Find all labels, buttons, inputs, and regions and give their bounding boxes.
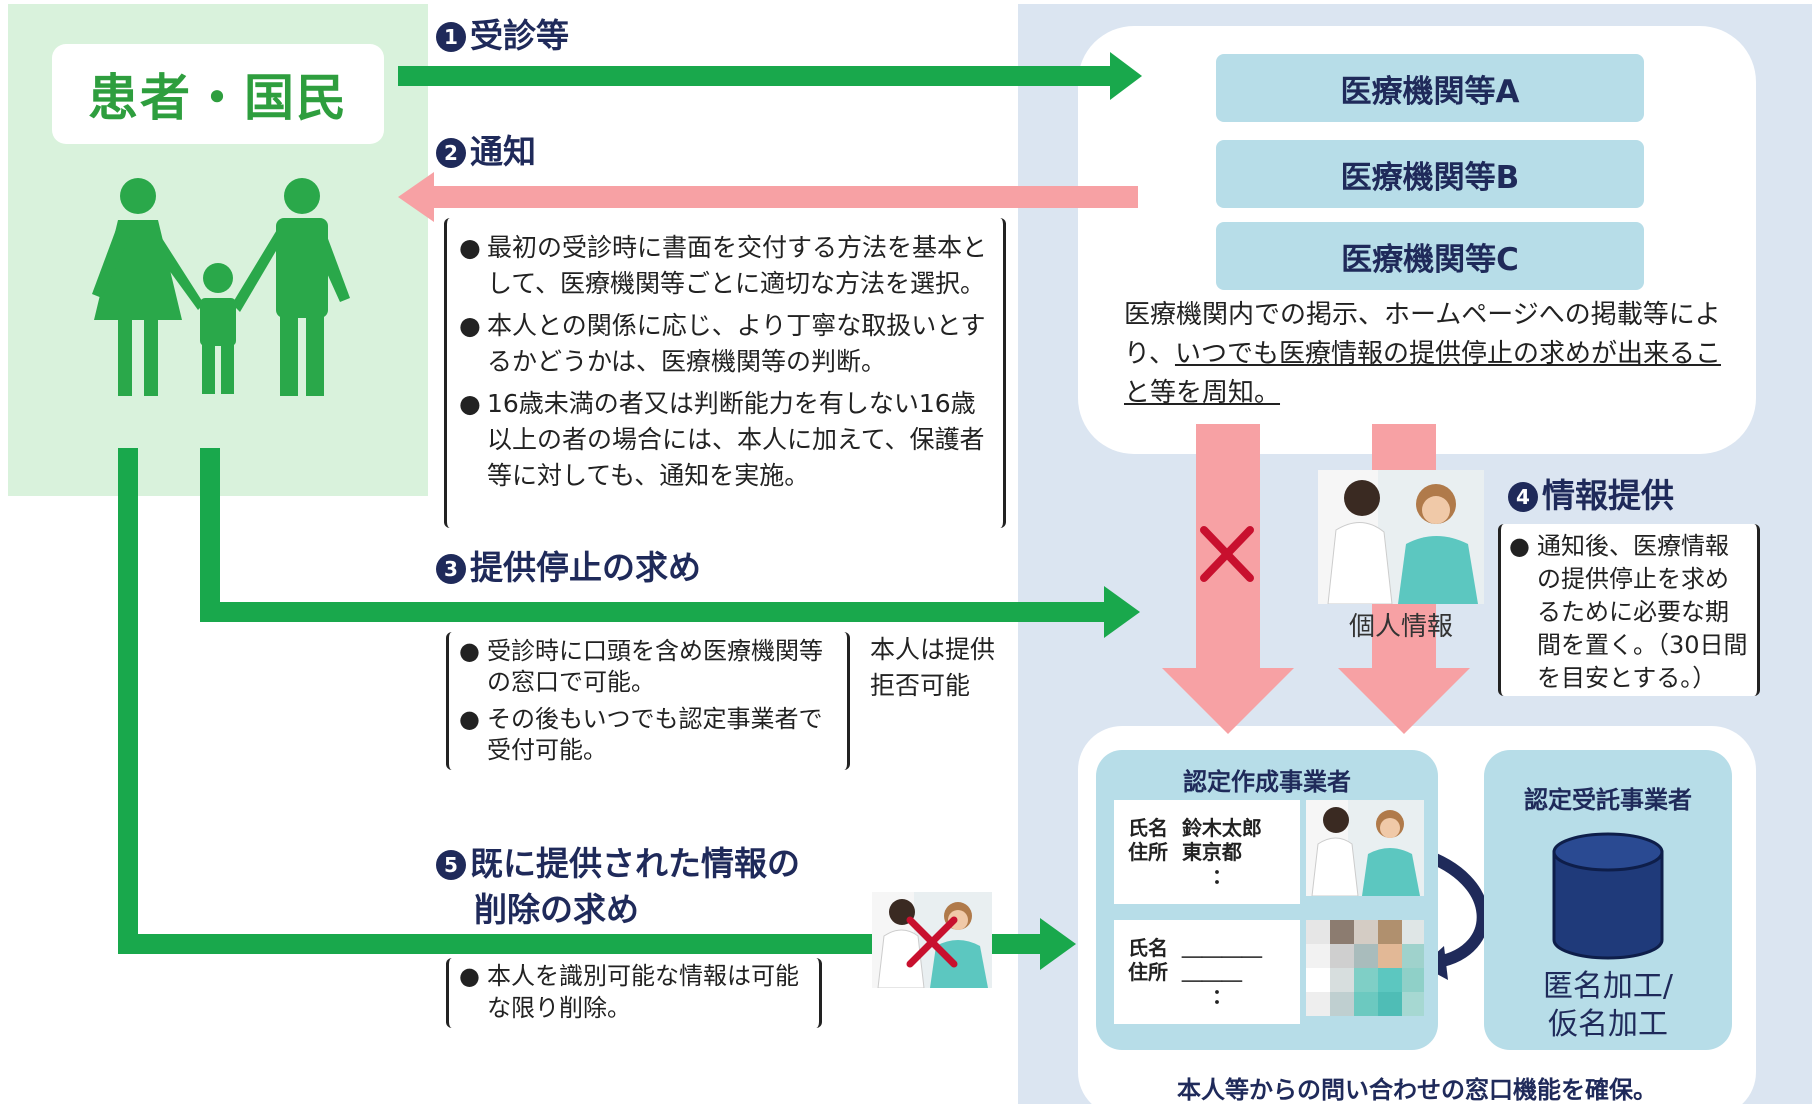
creator-title: 認定作成事業者 [1183, 768, 1351, 796]
blocked-x-icon [1200, 526, 1254, 582]
record-anonymized: 氏名 ＿＿＿＿ 住所 ＿＿＿ ： [1114, 920, 1300, 1024]
family-icon [92, 178, 350, 396]
photo-caption: 個人情報 [1348, 612, 1453, 642]
patient-label: 患者・国民 [52, 44, 384, 144]
step2-details: ●最初の受診時に書面を交付する方法を基本として、医療機関等ごとに適切な方法を選択… [444, 218, 1006, 528]
step4-details: ●通知後、医療情報の提供停止を求めるために必要な期間を置く。（30日間を目安とす… [1498, 524, 1760, 696]
medical-photo [1318, 470, 1484, 604]
trustee-title: 認定受託事業者 [1524, 786, 1692, 814]
record-photo [1306, 800, 1424, 896]
record-original: 氏名 鈴木太郎 住所 東京都 ： [1114, 800, 1300, 904]
refusal-note: 本人は提供拒否可能 [870, 635, 996, 700]
step5-details: ●本人を識別可能な情報は可能な限り削除。 [446, 958, 822, 1028]
institution-b: 医療機関等B [1216, 140, 1644, 208]
step3-details: ●受診時に口頭を含め医療機関等の窓口で可能。 ●その後もいつでも認定事業者で受付… [446, 632, 850, 770]
notice-text: 医療機関内での掲示、ホームページへの掲載等により、いつでも医療情報の提供停止の求… [1124, 300, 1721, 408]
step2-bullet: ●16歳未満の者又は判断能力を有しない16歳以上の者の場合には、本人に加えて、保… [459, 389, 985, 490]
step2-bullet: ●最初の受診時に書面を交付する方法を基本として、医療機関等ごとに適切な方法を選択… [459, 233, 988, 298]
institution-a: 医療機関等A [1216, 54, 1644, 122]
step5-bullet: ●本人を識別可能な情報は可能な限り削除。 [459, 962, 799, 1022]
database-icon [1552, 832, 1664, 960]
database-label: 匿名加工/ 仮名加工 [1542, 969, 1674, 1042]
institution-c: 医療機関等C [1216, 222, 1644, 290]
step2-bullet: ●本人との関係に応じ、より丁寧な取扱いとするかどうかは、医療機関等の判断。 [459, 311, 986, 376]
inquiry-note: 本人等からの問い合わせの窓口機能を確保。 [1177, 1076, 1657, 1104]
step3-bullet: ●その後もいつでも認定事業者で受付可能。 [459, 705, 823, 764]
delete-x-icon [906, 916, 958, 968]
mosaic-photo [1306, 920, 1424, 1016]
step3-bullet: ●受診時に口頭を含め医療機関等の窓口で可能。 [459, 637, 823, 696]
step4-bullet: ●通知後、医療情報の提供停止を求めるために必要な期間を置く。（30日間を目安とす… [1509, 532, 1748, 692]
step5-title-line2: 削除の求め [474, 890, 639, 929]
